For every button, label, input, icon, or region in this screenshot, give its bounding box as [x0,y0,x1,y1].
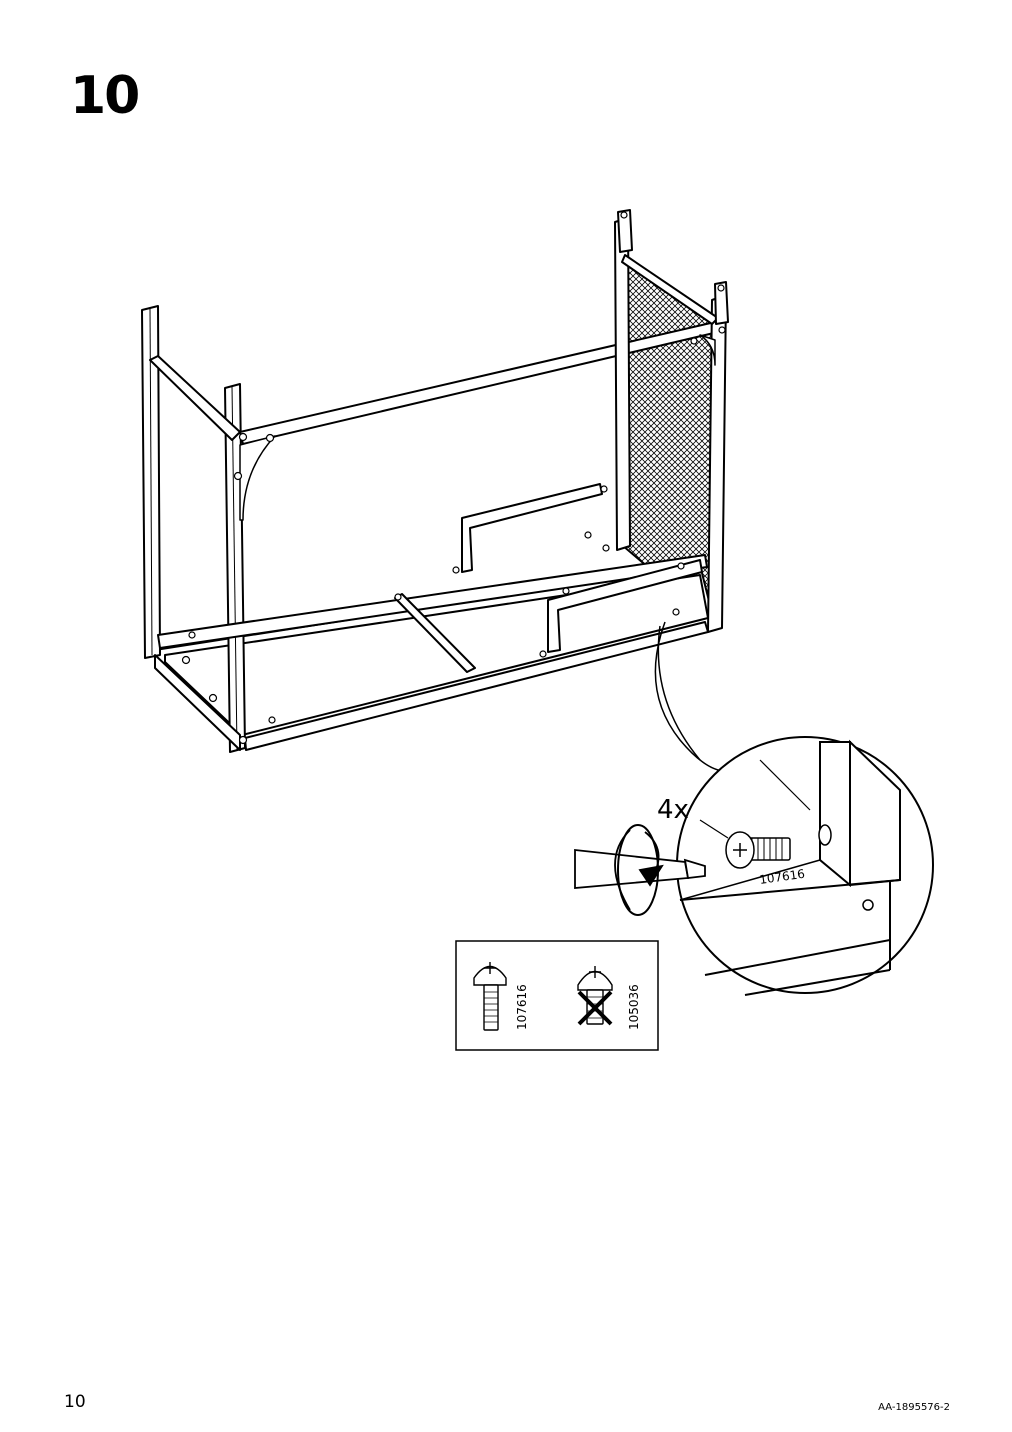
detail-part-number: 107616 [758,867,805,887]
rotate-arrow-icon [617,824,659,916]
wrong-part-number: 105036 [627,984,641,1030]
step-number: 10 [70,66,140,126]
detail-leader [654,621,761,772]
screw-icon [725,831,791,869]
shelf-frame [141,209,729,753]
correct-part-number: 107616 [515,984,529,1030]
parts-box: 107616 105036 [455,940,659,1051]
document-code: AA-1895576-2 [878,1402,950,1413]
detail-view: 4x 107616 [574,736,934,996]
cross-mark-icon [577,990,613,1026]
screwdriver-icon [574,829,706,911]
correct-screw-icon [473,962,507,1031]
quantity-label: 4x [657,795,689,825]
frame-screws [181,211,726,745]
page-number: 10 [64,1392,86,1412]
